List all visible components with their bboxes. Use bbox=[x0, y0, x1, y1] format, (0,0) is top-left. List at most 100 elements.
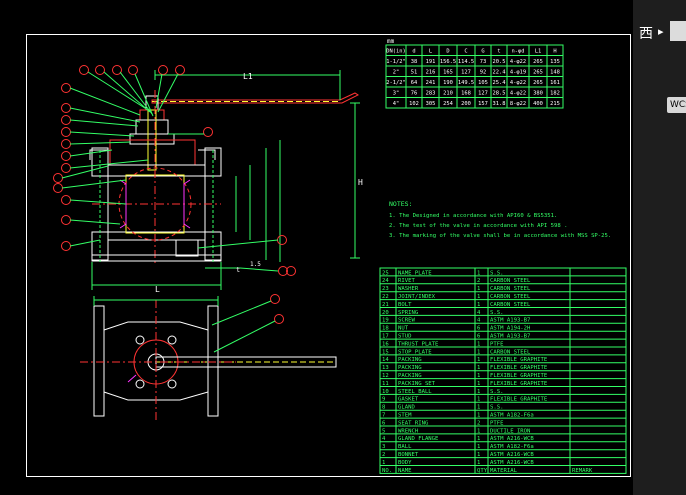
dim-table-cell: 265 bbox=[533, 70, 543, 76]
dim-table-cell: 200 bbox=[461, 101, 471, 107]
viewcube-box[interactable] bbox=[670, 21, 686, 41]
bom-cell: 1 bbox=[477, 286, 480, 292]
dim-table-unit: mm bbox=[387, 38, 395, 45]
dim-table-header: G bbox=[481, 49, 484, 55]
bom-cell: 13 bbox=[382, 365, 389, 371]
dim-table-cell: 4" bbox=[393, 101, 400, 107]
bom-cell: 9 bbox=[382, 397, 385, 403]
bom-cell: CARBON STEEL bbox=[490, 302, 531, 308]
bom-cell: ASTM A216-WCB bbox=[490, 452, 534, 458]
bom-cell: 17 bbox=[382, 334, 389, 340]
dim-table-cell: 51 bbox=[411, 70, 418, 76]
dim-table-header: D bbox=[446, 49, 449, 55]
bom-cell: FLEXIBLE GRAPHITE bbox=[490, 373, 548, 379]
bom-cell: FLEXIBLE GRAPHITE bbox=[490, 365, 548, 371]
bom-cell: 18 bbox=[382, 326, 389, 332]
bom-cell: PACKING bbox=[398, 373, 422, 379]
dim-table-cell: 135 bbox=[550, 59, 560, 65]
bom-cell: PACKING SET bbox=[398, 381, 436, 387]
valve-top-view bbox=[80, 296, 337, 420]
dim-table-cell: 31.8 bbox=[493, 101, 506, 107]
wcs-button[interactable]: WCS bbox=[667, 97, 686, 113]
dim-table-cell: 254 bbox=[443, 101, 453, 107]
bom-cell: CARBON STEEL bbox=[490, 294, 531, 300]
bom-cell: DUCTILE IRON bbox=[490, 428, 530, 434]
bom-cell: 1 bbox=[477, 460, 480, 466]
dim-table-cell: 4-φ22 bbox=[510, 91, 526, 97]
dim-table-cell: 168 bbox=[461, 91, 471, 97]
bom-cell: 10 bbox=[382, 389, 389, 395]
dim-table-cell: 92 bbox=[480, 70, 487, 76]
bom-cell: 1 bbox=[477, 302, 480, 308]
drawing-frame bbox=[26, 34, 631, 477]
dim-table-cell: 76 bbox=[411, 91, 418, 97]
dim-label-1-5: 1.5 bbox=[250, 261, 261, 268]
dim-table-cell: 305 bbox=[426, 101, 436, 107]
dim-label-H: H bbox=[358, 178, 363, 187]
dim-table-cell: 105 bbox=[478, 80, 488, 86]
bom-cell: 1 bbox=[477, 444, 480, 450]
bom-cell: STOP PLATE bbox=[398, 349, 432, 355]
bom-cell: 1 bbox=[477, 381, 480, 387]
bom-cell: S.S. bbox=[490, 405, 503, 411]
dim-table-cell: 25.4 bbox=[493, 80, 506, 86]
bom-cell: PACKING bbox=[398, 357, 422, 363]
dim-table-cell: 3" bbox=[393, 91, 400, 97]
bom-cell: STUD bbox=[398, 334, 412, 340]
bom-cell: 6 bbox=[477, 334, 480, 340]
bom-cell: 15 bbox=[382, 349, 389, 355]
viewcube-west-face[interactable]: 西 bbox=[639, 26, 653, 42]
bom-cell: 6 bbox=[477, 326, 480, 332]
dim-table-cell: 114.5 bbox=[458, 59, 474, 65]
dim-table-cell: 22.4 bbox=[493, 70, 506, 76]
bom-cell: 7 bbox=[382, 413, 385, 419]
dim-label-t: t bbox=[236, 266, 240, 274]
dim-table-cell: 73 bbox=[480, 59, 487, 65]
bom-cell: 4 bbox=[477, 310, 481, 316]
bom-cell: SEAT RING bbox=[398, 420, 429, 426]
bom-cell: ASTM A193-B7 bbox=[490, 318, 530, 324]
dim-table-cell: 2-1/2" bbox=[386, 80, 405, 86]
dim-table-cell: 182 bbox=[550, 91, 560, 97]
dim-table-cell: 156.5 bbox=[440, 59, 456, 65]
bom-cell: 1 bbox=[477, 413, 480, 419]
bom-cell: WASHER bbox=[398, 286, 419, 292]
bom-cell: 4 bbox=[382, 436, 386, 442]
dim-table-cell: 102 bbox=[409, 101, 419, 107]
dim-table-header: H bbox=[553, 49, 556, 55]
bom-cell: GLAND bbox=[398, 405, 415, 411]
bom-cell: 2 bbox=[382, 452, 385, 458]
bom-cell: CARBON STEEL bbox=[490, 349, 531, 355]
dim-table-cell: 165 bbox=[443, 70, 453, 76]
bom-cell: BODY bbox=[398, 460, 412, 466]
bom-cell: 1 bbox=[477, 294, 480, 300]
dim-table-cell: 380 bbox=[533, 91, 543, 97]
dim-table-header: t bbox=[497, 49, 500, 55]
dim-table-cell: 28.5 bbox=[493, 91, 506, 97]
dim-table-cell: 157 bbox=[478, 101, 488, 107]
bom-cell: 14 bbox=[382, 357, 389, 363]
bom-cell: CARBON STEEL bbox=[490, 278, 531, 284]
note-line-3: 3. The marking of the valve shall be in … bbox=[389, 233, 611, 239]
bom-cell: 1 bbox=[477, 270, 480, 276]
bom-cell: SCREW bbox=[398, 318, 415, 324]
bom-cell: THRUST PLATE bbox=[398, 341, 439, 347]
bom-cell: STEEL BALL bbox=[398, 389, 432, 395]
dim-table-cell: 4-φ22 bbox=[510, 59, 526, 65]
bom-cell: JOINT/INDEX bbox=[398, 294, 436, 300]
bom-cell: S.S. bbox=[490, 389, 503, 395]
bom-cell: BOLT bbox=[398, 302, 412, 308]
bom-cell: 5 bbox=[382, 428, 385, 434]
bom-cell: 23 bbox=[382, 286, 389, 292]
bom-cell: 1 bbox=[477, 436, 480, 442]
viewcube-arrow-icon[interactable]: ▸ bbox=[658, 26, 664, 38]
bom-cell: GASKET bbox=[398, 397, 419, 403]
bom-cell: 1 bbox=[477, 452, 480, 458]
note-line-2: 2. The test of the valve in accordance w… bbox=[389, 223, 568, 229]
dim-table-cell: 210 bbox=[443, 91, 453, 97]
dim-table-cell: 265 bbox=[533, 80, 543, 86]
notes-title: NOTES: bbox=[389, 200, 412, 208]
dim-table-cell: 38 bbox=[411, 59, 418, 65]
